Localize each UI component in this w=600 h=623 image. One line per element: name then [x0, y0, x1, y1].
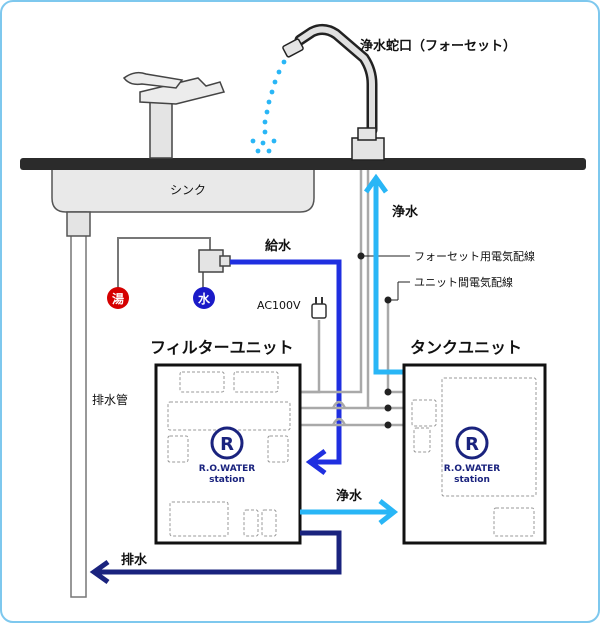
- sink-label: シンク: [170, 183, 206, 197]
- cold-water-label: 水: [198, 291, 211, 306]
- pure-water-arrow-mid: [378, 499, 399, 525]
- svg-text:station: station: [209, 475, 245, 485]
- ac-power-label: AC100V: [257, 299, 301, 312]
- tank-internal-parts: [411, 377, 537, 537]
- filter-unit-label: フィルターユニット: [150, 338, 294, 357]
- supply-water-label: 給水: [265, 238, 292, 254]
- drain-water-label: 排水: [121, 552, 148, 568]
- pure-water-line-up: [373, 180, 404, 375]
- drain-water-arrow: [89, 559, 110, 585]
- drain-pipe: [70, 211, 87, 598]
- hot-water-marker: [107, 287, 129, 309]
- supply-water-line: [230, 259, 342, 465]
- water-spray: [250, 59, 287, 154]
- mixer-faucet: [122, 71, 226, 159]
- supply-water-arrow: [305, 448, 327, 476]
- svg-text:R.O.WATER: R.O.WATER: [199, 464, 255, 474]
- ro-faucet: [282, 23, 385, 161]
- svg-text:station: station: [454, 475, 490, 485]
- counter-top: [20, 158, 586, 170]
- filter-logo: R R.O.WATER station: [199, 426, 255, 485]
- pure-water-label-top: 浄水: [392, 204, 419, 220]
- svg-text:R: R: [220, 434, 234, 455]
- svg-text:R: R: [465, 434, 479, 455]
- sink-basin: [51, 167, 315, 213]
- tank-unit-label: タンクユニット: [410, 338, 522, 357]
- tank-logo: R R.O.WATER station: [444, 426, 500, 485]
- drain-water-line: [96, 530, 342, 575]
- drain-pipe-joint: [66, 211, 91, 237]
- hot-water-label: 湯: [112, 291, 124, 306]
- crossing-humps: [331, 400, 347, 426]
- drain-pipe-label: 排水管: [92, 392, 128, 407]
- cold-valve: [198, 249, 231, 273]
- pure-water-arrow-up: [363, 173, 389, 194]
- svg-text:R.O.WATER: R.O.WATER: [444, 464, 500, 474]
- unit-wiring-label: ユニット間電気配線: [414, 275, 513, 289]
- faucet-label: 浄水蛇口（フォーセット）: [360, 38, 516, 54]
- ac-plug-icon: [311, 297, 327, 319]
- pure-water-label-mid: 浄水: [336, 488, 363, 504]
- cold-water-marker: [193, 287, 215, 309]
- faucet-wiring-label: フォーセット用電気配線: [414, 249, 535, 263]
